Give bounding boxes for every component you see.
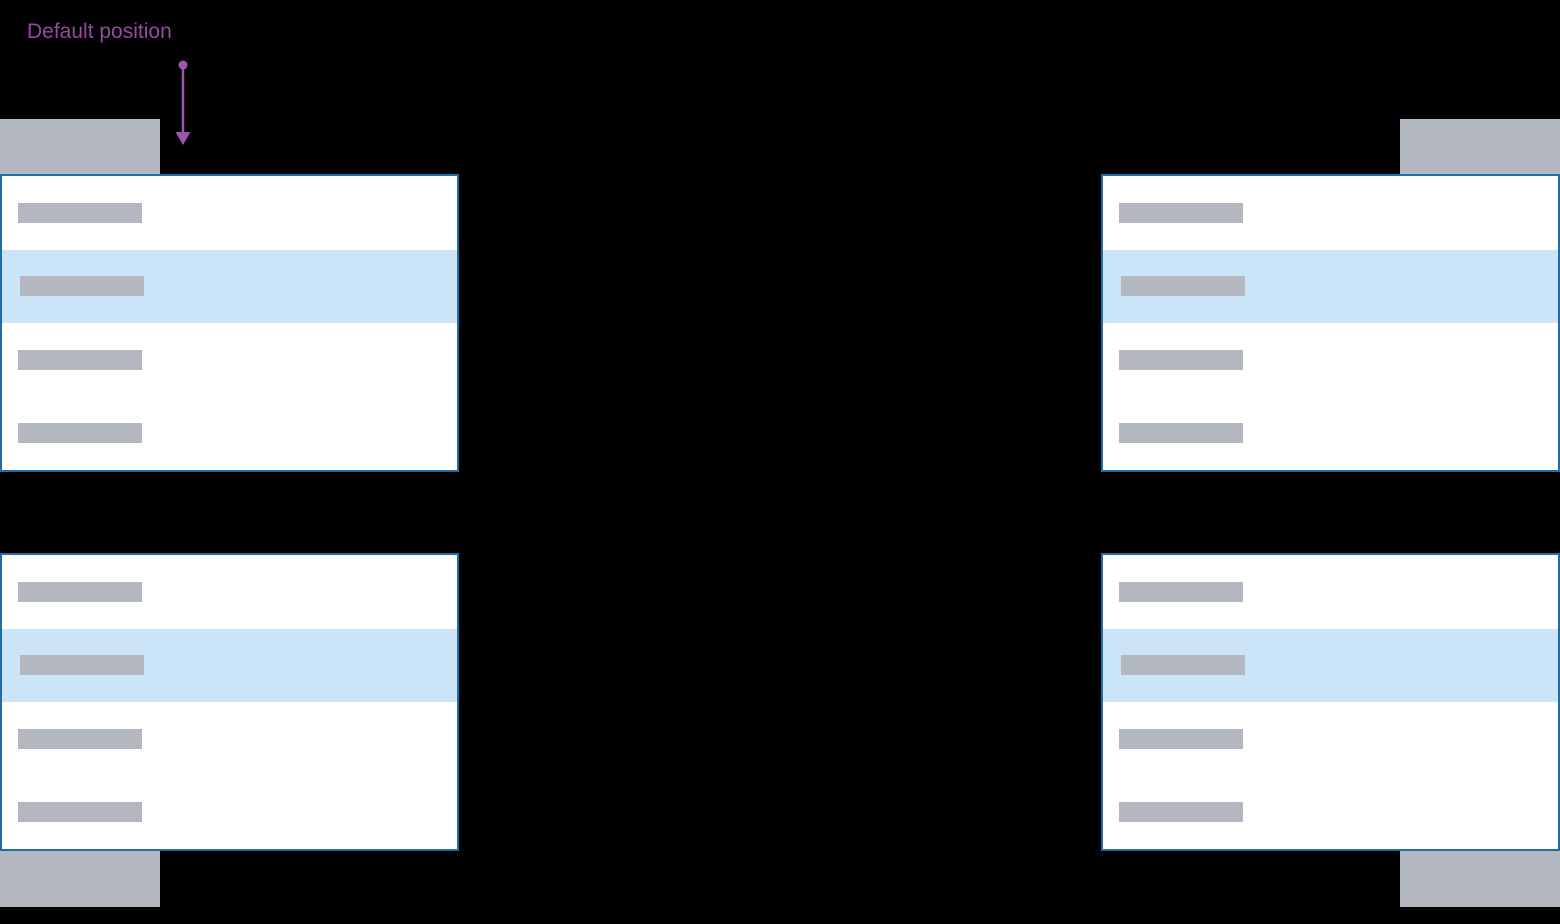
down-arrow-icon <box>175 60 191 145</box>
menu-item-text-placeholder <box>1119 349 1243 370</box>
dropdown-trigger-bottom-right[interactable] <box>1400 851 1560 907</box>
menu-item-text-placeholder <box>1121 276 1245 297</box>
menu-item-text-placeholder <box>20 655 144 676</box>
menu-item-text-placeholder <box>1119 202 1243 223</box>
menu-item-text-placeholder <box>18 802 142 823</box>
menu-item-text-placeholder <box>18 202 142 223</box>
menu-item[interactable] <box>2 555 457 629</box>
dropdown-menu-top-right <box>1101 174 1560 472</box>
dropdown-menu-bottom-left <box>0 553 459 851</box>
menu-item-highlighted[interactable] <box>1103 628 1558 702</box>
dropdown-trigger-top-right[interactable] <box>1400 119 1560 174</box>
menu-item[interactable] <box>2 702 457 776</box>
menu-item-text-placeholder <box>1119 728 1243 749</box>
menu-item-highlighted[interactable] <box>1103 249 1558 323</box>
menu-item[interactable] <box>1103 323 1558 397</box>
menu-item[interactable] <box>2 397 457 471</box>
menu-item-text-placeholder <box>1121 655 1245 676</box>
dropdown-menu-bottom-right <box>1101 553 1560 851</box>
menu-item-text-placeholder <box>1119 581 1243 602</box>
menu-item-highlighted[interactable] <box>2 628 457 702</box>
menu-item-text-placeholder <box>18 728 142 749</box>
menu-item[interactable] <box>1103 555 1558 629</box>
menu-item[interactable] <box>2 176 457 250</box>
menu-item[interactable] <box>2 323 457 397</box>
menu-item-text-placeholder <box>1119 423 1243 444</box>
dropdown-menu-top-left <box>0 174 459 472</box>
dropdown-trigger-bottom-left[interactable] <box>0 851 160 907</box>
menu-item[interactable] <box>1103 176 1558 250</box>
menu-item-text-placeholder <box>18 581 142 602</box>
menu-item-text-placeholder <box>18 423 142 444</box>
menu-item[interactable] <box>1103 397 1558 471</box>
menu-item[interactable] <box>2 776 457 850</box>
menu-item-text-placeholder <box>1119 802 1243 823</box>
menu-item-text-placeholder <box>18 349 142 370</box>
annotation-label: Default position <box>27 20 172 43</box>
menu-item-text-placeholder <box>20 276 144 297</box>
menu-item[interactable] <box>1103 776 1558 850</box>
dropdown-trigger-top-left[interactable] <box>0 119 160 174</box>
menu-item[interactable] <box>1103 702 1558 776</box>
menu-item-highlighted[interactable] <box>2 249 457 323</box>
